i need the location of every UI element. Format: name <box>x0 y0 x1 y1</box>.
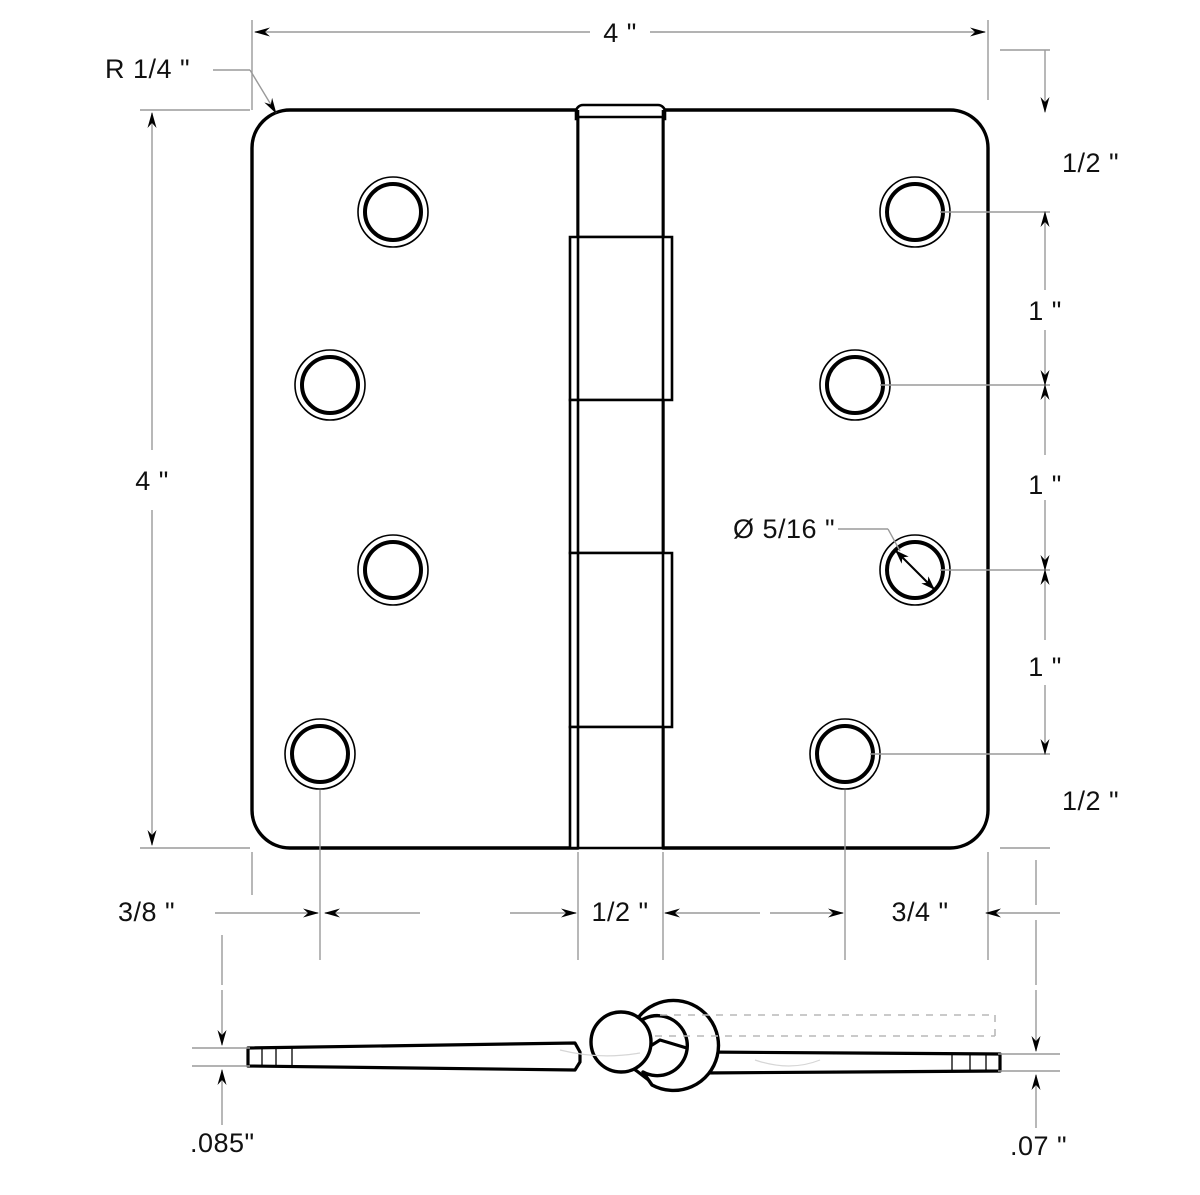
dimension-right-chain: 1/2 " 1 " 1 " 1 " 1/2 " <box>870 49 1119 849</box>
dim-right-bottom-edge-label: 1/2 " <box>1062 786 1119 816</box>
diameter-arrow <box>895 550 935 590</box>
dim-right-gap-2-label: 1 " <box>1028 470 1062 500</box>
knuckle-segment-2 <box>568 235 674 402</box>
section-construction-arc-left <box>559 1049 641 1057</box>
dimension-top-width: 4 " <box>251 18 989 110</box>
dim-thickness-left-label: .085" <box>190 1128 255 1158</box>
dim-hole-diameter-label: Ø 5/16 " <box>733 514 835 544</box>
hinge-pin-cap <box>574 103 667 121</box>
left-leaf-screw-holes <box>284 176 429 790</box>
left-leaf-outline <box>250 108 580 850</box>
dim-right-top-edge-label: 1/2 " <box>1062 148 1119 178</box>
hinge-section-view <box>246 998 1002 1093</box>
dimension-hole-diameter: Ø 5/16 " <box>733 514 901 552</box>
section-knuckle-barrel <box>625 998 721 1093</box>
dim-right-gap-3-label: 1 " <box>1028 652 1062 682</box>
dim-thickness-right-label: .07 " <box>1010 1131 1067 1161</box>
knuckle-segment-4 <box>568 551 674 729</box>
knuckle-segment-3 <box>568 398 665 555</box>
dim-left-height-label: 4 " <box>135 466 169 496</box>
dimension-thickness-left: .085" <box>190 990 255 1158</box>
dim-bottom-right-label: 3/4 " <box>891 897 948 927</box>
dim-bottom-center-label: 1/2 " <box>591 897 648 927</box>
screw-hole <box>357 176 429 248</box>
dimension-bottom-chain: 3/8 " 1/2 " 3/4 " <box>118 790 1060 960</box>
section-left-leaf <box>246 1041 582 1072</box>
section-hinge-pin <box>589 1010 653 1074</box>
dimension-corner-radius: R 1/4 " <box>105 54 277 114</box>
dim-right-gap-1-label: 1 " <box>1028 296 1062 326</box>
right-leaf-outline <box>661 108 990 850</box>
dimension-left-height: 4 " <box>135 109 250 849</box>
section-construction-arc-right <box>754 1059 821 1067</box>
hinge-knuckle-stack <box>568 103 674 850</box>
screw-hole <box>357 534 429 606</box>
screw-hole <box>294 349 366 421</box>
hinge-front-view <box>250 103 990 850</box>
knuckle-segment-5 <box>568 725 665 850</box>
knuckle-segment-1 <box>576 115 665 239</box>
dim-bottom-left-edge-label: 3/8 " <box>118 897 175 927</box>
screw-hole <box>284 718 356 790</box>
dimension-thickness-right: .07 " <box>998 990 1067 1161</box>
dim-top-width-label: 4 " <box>603 18 637 48</box>
dim-corner-radius-label: R 1/4 " <box>105 54 190 84</box>
